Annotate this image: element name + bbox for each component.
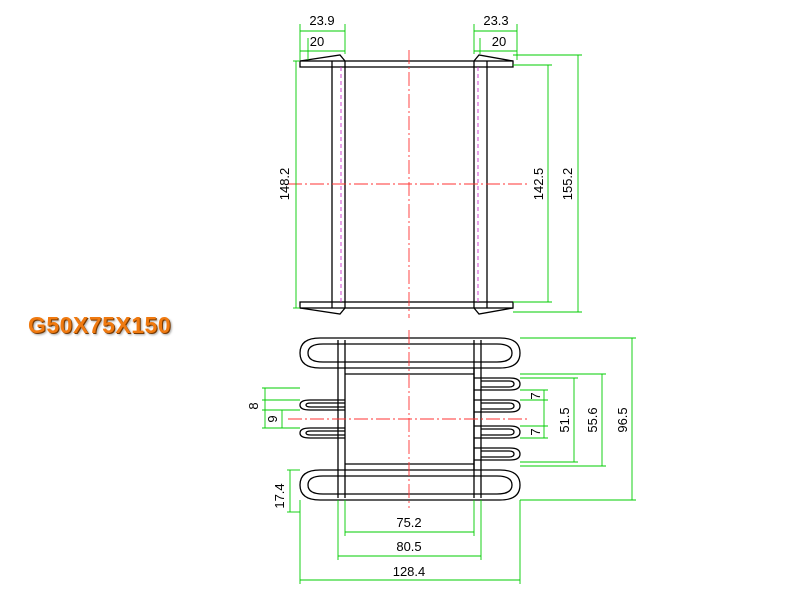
dim-inner-width: 75.2 [396, 515, 421, 530]
front-top-flange [299, 337, 521, 369]
dim-slot-right-bottom: 7 [528, 428, 543, 435]
front-right-pin-3 [474, 425, 521, 439]
dim-core-width: 80.5 [396, 539, 421, 554]
top-view-dimensions [293, 24, 582, 313]
dim-window-height-front: 51.5 [557, 407, 572, 432]
front-left-pin-2 [299, 427, 345, 439]
top-left-lip [299, 54, 346, 62]
top-view: 23.9 20 23.3 20 148.2 142.5 155.2 [277, 13, 582, 318]
front-view-dim-text: 8 9 17.4 7 7 51.5 55.6 96.5 75.2 80.5 12… [246, 392, 630, 579]
bottom-right-lip [473, 307, 514, 315]
top-view-outline [299, 54, 514, 315]
top-view-centerlines [288, 50, 530, 318]
dim-pin-height-a: 8 [246, 402, 261, 409]
dim-pin-gap: 9 [265, 415, 280, 422]
dim-flange-right-outer: 23.3 [483, 13, 508, 28]
dim-flange-left-inner: 20 [310, 34, 324, 49]
top-right-lip [473, 54, 514, 62]
dim-total-width: 128.4 [393, 564, 426, 579]
top-view-hidden [340, 67, 479, 302]
dim-window-height: 142.5 [531, 168, 546, 201]
front-right-pin-1 [474, 377, 521, 391]
dim-core-height: 55.6 [585, 407, 600, 432]
front-view-outline [299, 337, 521, 501]
front-view: 8 9 17.4 7 7 51.5 55.6 96.5 75.2 80.5 12… [246, 330, 636, 584]
dim-left-height: 148.2 [277, 168, 292, 201]
front-right-pin-2 [474, 399, 521, 413]
dim-total-height-front: 96.5 [615, 407, 630, 432]
dim-flange-right-inner: 20 [492, 34, 506, 49]
top-view-dim-text: 23.9 20 23.3 20 148.2 142.5 155.2 [277, 13, 575, 200]
dim-bottom-offset: 17.4 [272, 483, 287, 508]
part-title: G50X75X150 [28, 312, 172, 338]
front-view-centerlines [288, 330, 530, 508]
front-bottom-flange [299, 469, 521, 501]
dim-flange-left-outer: 23.9 [309, 13, 334, 28]
front-right-pin-4 [474, 447, 521, 461]
front-left-pin-1 [299, 399, 345, 411]
top-flange-bar [299, 60, 514, 68]
dim-total-height: 155.2 [560, 168, 575, 201]
front-view-dimensions [262, 337, 636, 584]
bottom-left-lip [299, 307, 346, 315]
dim-slot-right-top: 7 [528, 392, 543, 399]
bottom-flange-bar [299, 301, 514, 309]
